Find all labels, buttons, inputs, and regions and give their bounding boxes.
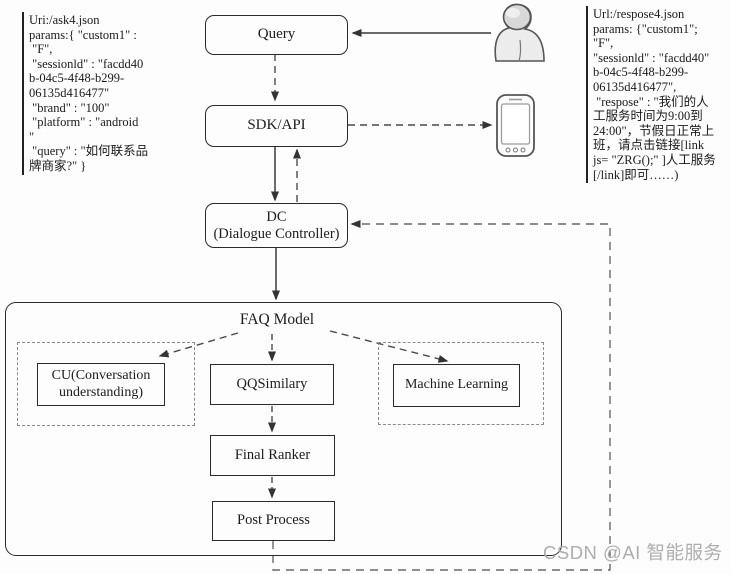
machine-learning-node: Machine Learning [393, 364, 520, 407]
query-node: Query [205, 15, 348, 55]
feedback-loop-path [272, 220, 611, 571]
post-process-node: Post Process [212, 501, 335, 541]
faq-model-container [5, 302, 562, 556]
smartphone-icon [496, 94, 535, 157]
arrow-faq-to-ml [329, 330, 449, 363]
qq-similary-node: QQSimilary [210, 364, 334, 405]
arrow-faq-to-cu [158, 332, 239, 358]
csdn-watermark: CSDN @AI 智能服务 [543, 542, 723, 563]
response-json-note: Url:/respose4.json params: {"custom1"; "… [586, 6, 716, 184]
cu-node: CU(Conversation understanding) [37, 363, 165, 406]
user-icon [494, 3, 545, 62]
faq-model-label: FAQ Model [239, 311, 315, 328]
request-json-note: Uri:/ask4.json params:{ "custom1" : "F",… [22, 12, 148, 175]
cu-dashed-group [17, 342, 195, 426]
sdk-api-node: SDK/API [205, 105, 348, 147]
final-ranker-node: Final Ranker [210, 435, 335, 476]
dialogue-controller-node: DC (Dialogue Controller) [205, 203, 348, 248]
machine-learning-dashed-group [378, 342, 544, 425]
